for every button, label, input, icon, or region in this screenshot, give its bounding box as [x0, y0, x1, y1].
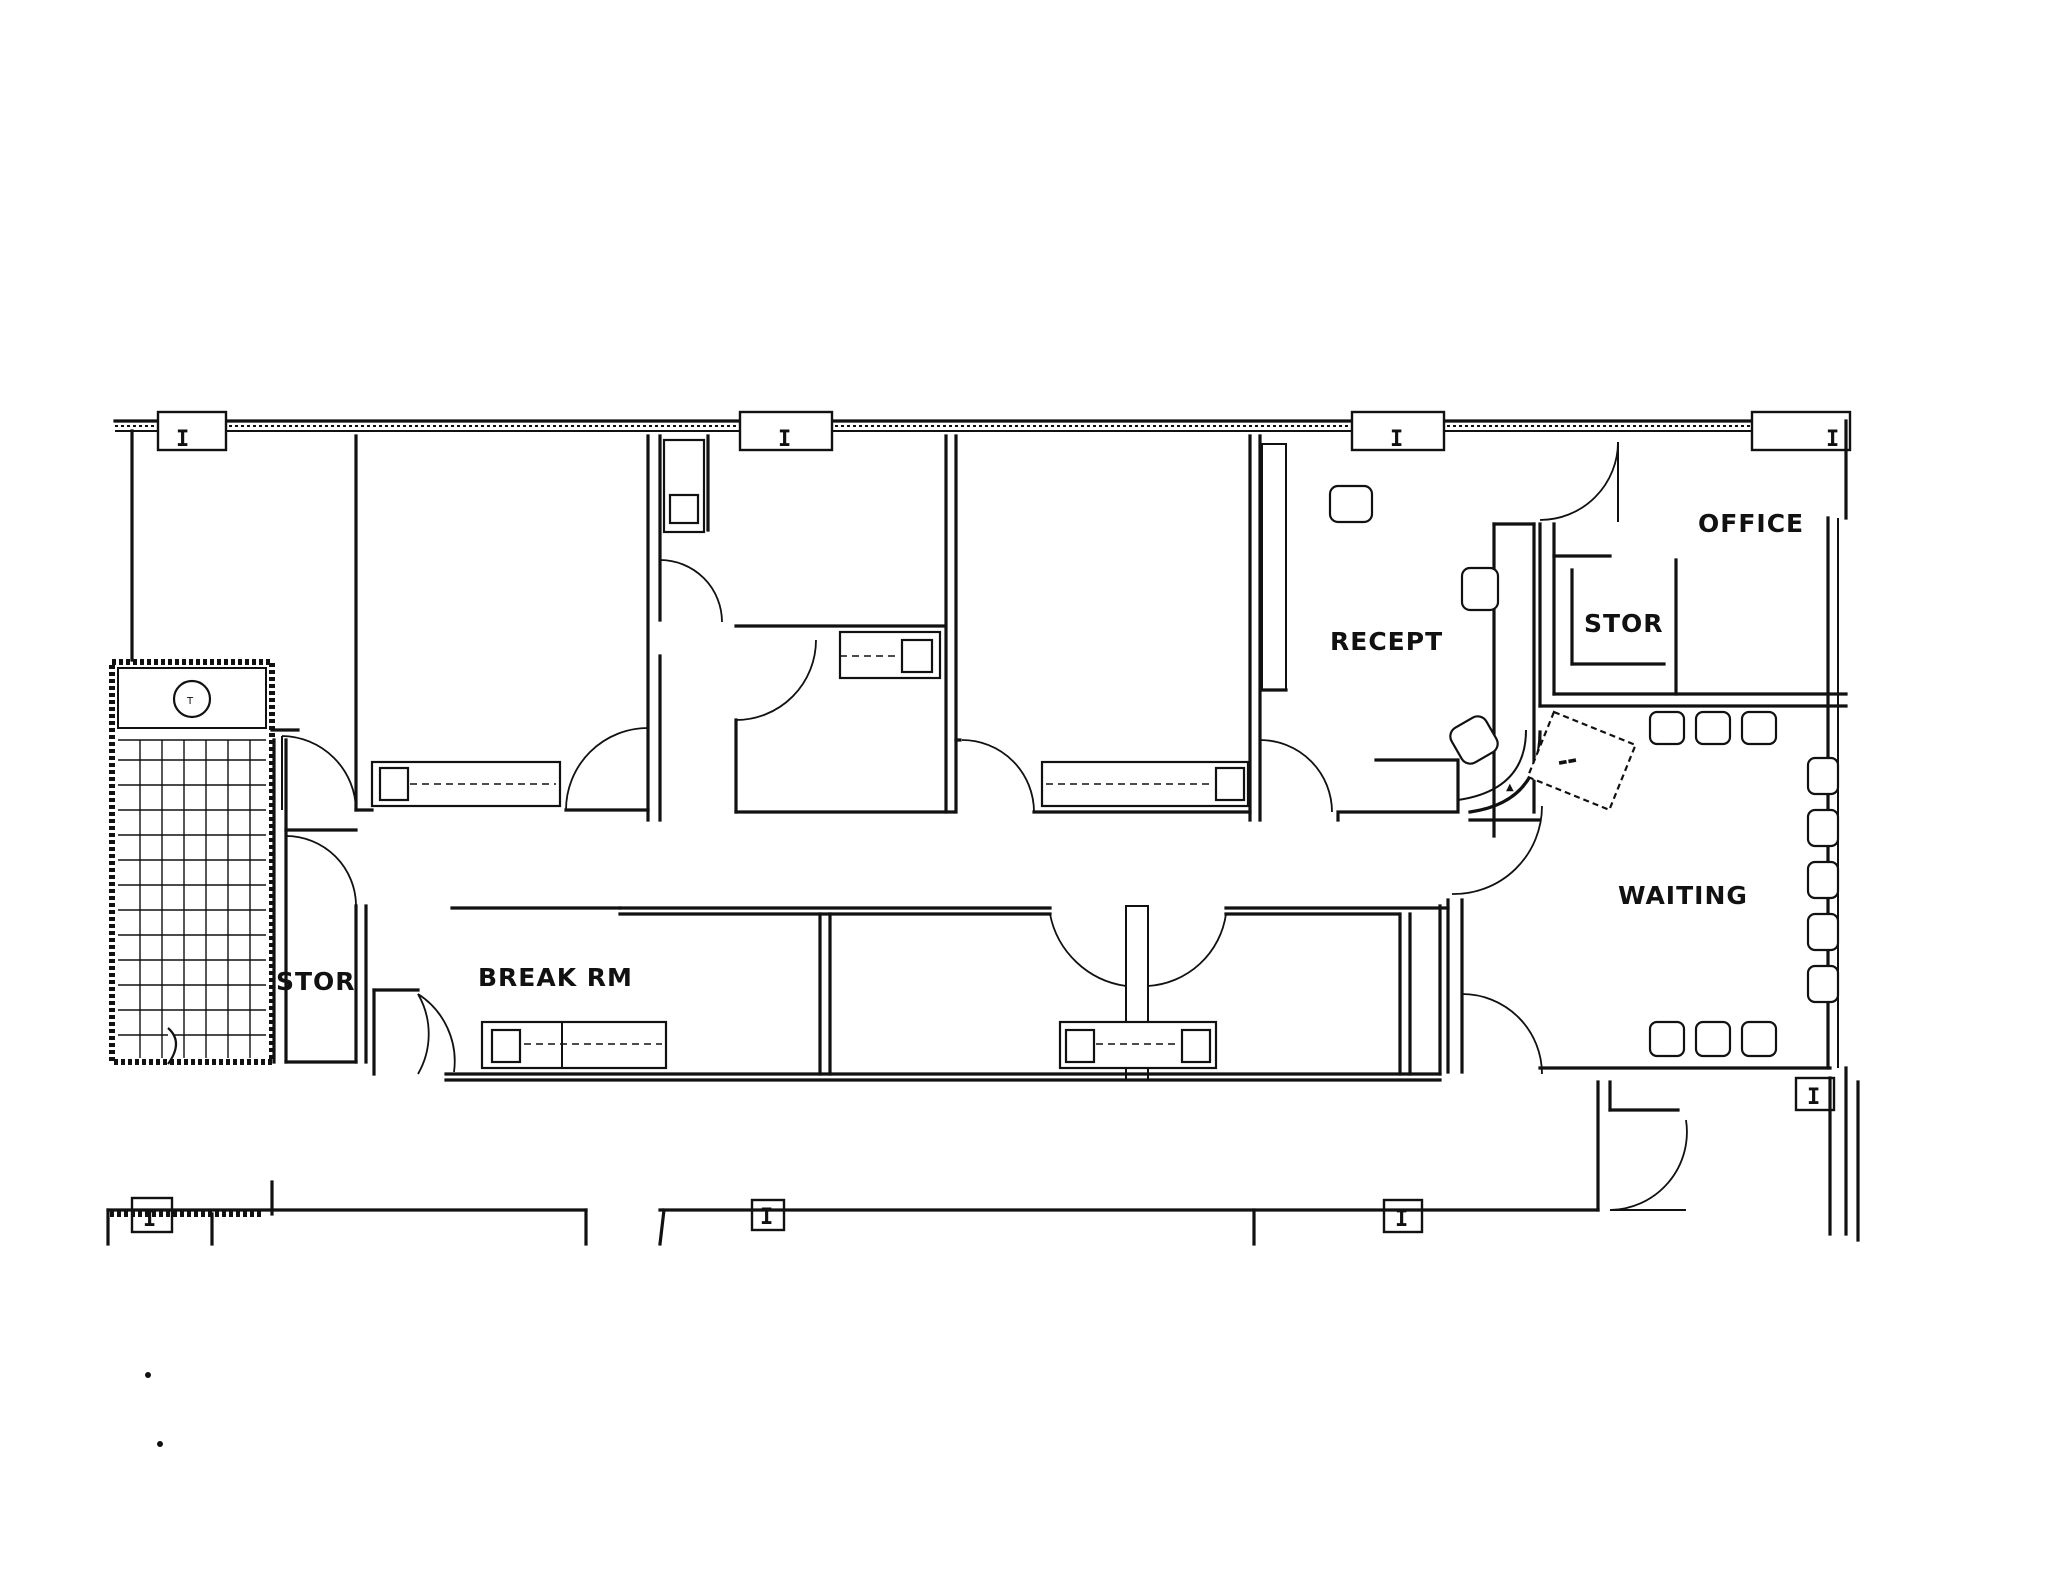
north-exterior-wall	[113, 419, 1848, 432]
column: I	[1750, 410, 1852, 452]
chair-icon	[1648, 1020, 1686, 1058]
svg-text:I: I	[778, 427, 791, 452]
chair-icon	[1449, 715, 1499, 765]
reception-block: ▬▬ ▲	[1260, 443, 1848, 838]
chair-icon	[1806, 964, 1840, 1004]
toilet-fixture	[172, 679, 212, 719]
column: I	[1382, 1198, 1424, 1234]
chair-icon	[1328, 484, 1374, 524]
break-room-counters	[480, 1020, 1218, 1070]
chair-icon	[1648, 710, 1686, 746]
utility-fixtures	[662, 438, 942, 680]
column: I	[156, 410, 228, 452]
waiting-room-walls	[1446, 805, 1832, 1075]
sink-icon	[668, 493, 700, 525]
svg-text:I: I	[1807, 1085, 1820, 1110]
svg-text:I: I	[1395, 1207, 1408, 1232]
chair-icon	[1806, 756, 1840, 796]
room-labels: OFFICE STOR RECEPT WAITING BREAK RM STOR	[276, 509, 1804, 996]
waiting-chairs	[1648, 710, 1840, 1058]
structural-columns: I I I I I I I I	[130, 410, 1852, 1234]
chair-icon	[1806, 808, 1840, 848]
sink-icon	[1180, 1028, 1212, 1064]
south-room-walls	[272, 738, 1450, 1082]
chair-icon	[1694, 710, 1732, 746]
svg-text:▲: ▲	[1506, 782, 1514, 793]
room-label-office: OFFICE	[1698, 509, 1804, 538]
chair-icon	[1460, 566, 1500, 612]
north-room-desks	[370, 760, 1250, 808]
chair-icon	[1806, 860, 1840, 900]
chair-icon	[1740, 1020, 1778, 1058]
column: I	[750, 1198, 786, 1232]
room-label-recept: RECEPT	[1330, 627, 1443, 656]
chair-icon	[1740, 710, 1778, 746]
room-label-break-rm: BREAK RM	[478, 963, 633, 992]
north-room-walls	[270, 434, 1262, 822]
room-label-stor-west: STOR	[276, 967, 356, 996]
svg-text:I: I	[1390, 427, 1403, 452]
column: I	[738, 410, 834, 452]
sink-icon	[1064, 1028, 1096, 1064]
room-label-waiting: WAITING	[1618, 881, 1748, 910]
chair-icon	[1694, 1020, 1732, 1058]
svg-text:I: I	[176, 427, 189, 452]
svg-text:▬▬: ▬▬	[1557, 755, 1578, 769]
tile-grid	[118, 739, 266, 1058]
sink-icon	[490, 1028, 522, 1064]
svg-text:I: I	[1826, 427, 1839, 452]
sink-icon	[900, 638, 934, 674]
column: I	[1350, 410, 1446, 452]
office-door	[1539, 441, 1619, 522]
column: I	[1794, 1076, 1836, 1112]
chair-icon	[1806, 912, 1840, 952]
stray-marks	[145, 1372, 163, 1447]
north-room-doors	[281, 559, 1333, 813]
lower-corridor	[106, 1080, 1860, 1246]
restroom: T	[109, 659, 275, 1065]
room-label-stor: STOR	[1584, 609, 1664, 638]
svg-text:T: T	[186, 696, 194, 707]
